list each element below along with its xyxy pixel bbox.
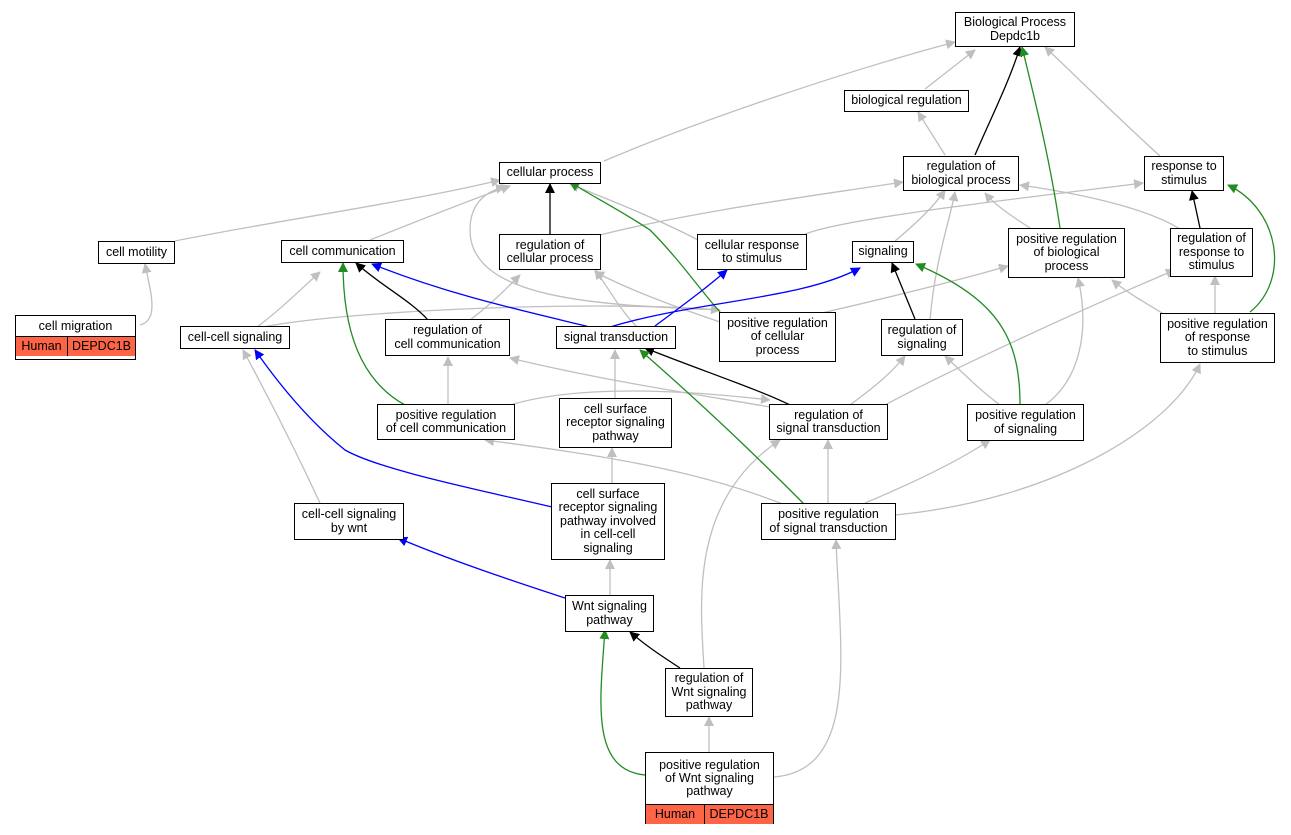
edge-gray	[849, 355, 906, 406]
edge-gray	[1019, 181, 1181, 230]
edge-black	[1189, 190, 1201, 229]
edge-gray	[594, 269, 638, 328]
node-cellular-process[interactable]: cellular process	[499, 162, 601, 184]
edge-gray	[174, 177, 501, 242]
edge-gray	[884, 268, 1176, 406]
edge-gray	[484, 436, 791, 508]
node-regulation-of-cell-communication[interactable]: regulation of cell communication	[385, 319, 510, 356]
node-cell-migration[interactable]: cell migration Human DEPDC1B	[15, 315, 136, 360]
node-cell-motility[interactable]: cell motility	[98, 241, 175, 264]
edge-gray	[509, 390, 771, 406]
node-signaling[interactable]: signaling	[852, 241, 914, 263]
node-cell-cell-signaling[interactable]: cell-cell signaling	[180, 326, 290, 349]
edge-black	[629, 631, 681, 669]
edge-gray	[917, 111, 946, 156]
edge-gray	[864, 439, 991, 504]
species-cell: Human	[646, 805, 704, 824]
edge-green	[639, 349, 806, 506]
node-positive-regulation-of-signal-transduction[interactable]: positive regulation of signal transducti…	[761, 503, 896, 540]
edge-gray	[599, 178, 904, 236]
node-regulation-of-signal-transduction[interactable]: regulation of signal transduction	[769, 404, 888, 440]
node-regulation-of-signaling[interactable]: regulation of signaling	[881, 319, 963, 356]
node-cell-cell-signaling-by-wnt[interactable]: cell-cell signaling by wnt	[294, 503, 404, 540]
edge-gray	[944, 355, 1001, 406]
edge-gray	[369, 184, 511, 241]
species-cell: Human	[16, 337, 67, 356]
edge-green	[915, 262, 1021, 406]
edge-blue	[254, 349, 553, 508]
edge-black	[890, 262, 916, 320]
edge-green	[338, 262, 406, 406]
edge-gray	[603, 39, 956, 162]
node-regulation-of-wnt-signaling-pathway[interactable]: regulation of Wnt signaling pathway	[665, 668, 753, 717]
edge-blue	[371, 262, 591, 328]
edge-gray	[569, 182, 699, 241]
node-regulation-of-biological-process[interactable]: regulation of biological process	[903, 156, 1019, 191]
edge-gray	[1044, 277, 1085, 406]
node-positive-regulation-of-biological-process[interactable]: positive regulation of biological proces…	[1008, 228, 1125, 278]
node-regulation-of-cellular-process[interactable]: regulation of cellular process	[499, 234, 601, 270]
edge-gray	[262, 304, 721, 328]
node-positive-regulation-of-cellular-process[interactable]: positive regulation of cellular process	[719, 312, 836, 362]
edge-black	[644, 346, 791, 406]
node-biological-process[interactable]: Biological Process Depdc1b	[955, 12, 1075, 47]
edge-green	[569, 181, 721, 313]
edge-green	[1227, 184, 1276, 313]
edge-gray	[700, 439, 781, 669]
node-wnt-signaling-pathway[interactable]: Wnt signaling pathway	[565, 595, 654, 632]
edge-gray	[773, 539, 842, 778]
edge-gray	[1111, 279, 1166, 316]
edge-gray	[509, 355, 771, 408]
edge-gray	[799, 263, 1009, 319]
edge-gray	[929, 191, 959, 321]
node-response-to-stimulus[interactable]: response to stimulus	[1144, 156, 1224, 191]
node-positive-regulation-of-signaling[interactable]: positive regulation of signaling	[967, 404, 1084, 441]
edge-green	[599, 629, 646, 776]
edge-gray	[469, 274, 521, 321]
edge-green	[1019, 46, 1061, 229]
edge-gray	[984, 192, 1031, 229]
node-signal-transduction[interactable]: signal transduction	[556, 326, 676, 349]
node-cell-communication[interactable]: cell communication	[281, 240, 404, 263]
node-cellular-response-to-stimulus[interactable]: cellular response to stimulus	[697, 234, 807, 270]
edge-black	[355, 262, 429, 321]
edge-gray	[594, 271, 721, 323]
edge-blue	[654, 269, 728, 327]
node-positive-regulation-of-cell-communication[interactable]: positive regulation of cell communicatio…	[377, 404, 515, 440]
gene-cell: DEPDC1B	[67, 337, 135, 356]
gene-cell: DEPDC1B	[704, 805, 773, 824]
edge-gray	[799, 179, 1144, 238]
node-positive-regulation-of-response-to-stimulus[interactable]: positive regulation of response to stimu…	[1160, 313, 1275, 363]
edge-gray	[924, 49, 976, 90]
node-biological-regulation[interactable]: biological regulation	[844, 90, 969, 112]
node-cell-surface-receptor-signaling-pathway[interactable]: cell surface receptor signaling pathway	[559, 398, 672, 448]
edge-gray	[894, 189, 946, 242]
edge-black	[974, 46, 1023, 156]
node-positive-regulation-of-wnt-signaling-pathway[interactable]: positive regulation of Wnt signaling pat…	[645, 752, 774, 824]
edge-gray	[139, 263, 153, 326]
edge-gray	[894, 363, 1201, 516]
edge-gray	[242, 349, 321, 504]
edge-gray	[1044, 46, 1161, 157]
node-cell-surface-receptor-involved-in-cell-cell-signaling[interactable]: cell surface receptor signaling pathway …	[551, 483, 665, 560]
edge-gray	[256, 271, 321, 328]
edge-blue	[397, 536, 566, 599]
node-regulation-of-response-to-stimulus[interactable]: regulation of response to stimulus	[1170, 228, 1253, 277]
edge-blue	[609, 267, 861, 328]
